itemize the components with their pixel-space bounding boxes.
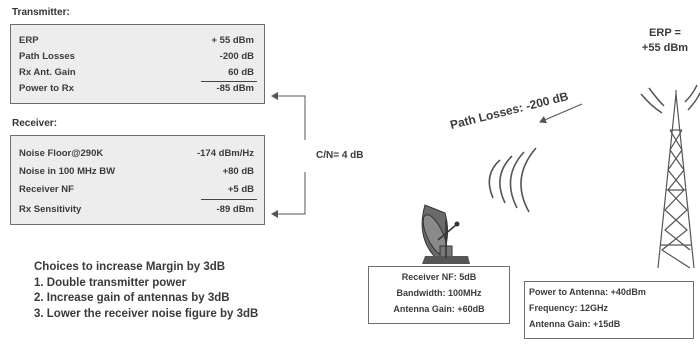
row-label: Power to Rx bbox=[19, 83, 74, 94]
receiver-row-noise-bw: Noise in 100 MHz BW +80 dB bbox=[19, 166, 254, 180]
arrow-icon bbox=[539, 103, 583, 124]
sum-rule bbox=[201, 81, 257, 82]
receiver-row-noise-floor: Noise Floor@290K -174 dBm/Hz bbox=[19, 148, 254, 162]
receiver-info-line: Antenna Gain: +60dB bbox=[393, 304, 485, 314]
sum-rule bbox=[201, 199, 257, 200]
transmitter-row-erp: ERP + 55 dBm bbox=[19, 35, 254, 49]
row-label: Rx Sensitivity bbox=[19, 204, 82, 215]
transmitter-tower-icon bbox=[657, 90, 695, 269]
receiver-info-line: Bandwidth: 100MHz bbox=[396, 288, 482, 298]
row-value: -89 dBm bbox=[216, 204, 254, 215]
transmitter-info-box: Power to Antenna: +40dBm Frequency: 12GH… bbox=[524, 281, 694, 339]
transmitter-info-line: Power to Antenna: +40dBm bbox=[529, 287, 646, 297]
row-label: Noise Floor@290K bbox=[19, 148, 104, 159]
choices-block: Choices to increase Margin by 3dB 1. Dou… bbox=[34, 260, 258, 322]
row-value: -174 dBm/Hz bbox=[196, 148, 254, 159]
arrow-icon bbox=[271, 92, 306, 140]
row-value: +80 dB bbox=[222, 166, 254, 177]
transmitter-row-path-losses: Path Losses -200 dB bbox=[19, 51, 254, 65]
receiver-panel: Noise Floor@290K -174 dBm/Hz Noise in 10… bbox=[10, 135, 265, 225]
satellite-dish-icon bbox=[421, 204, 470, 264]
erp-label-line1: ERP = bbox=[649, 27, 681, 39]
erp-label: ERP = +55 dBm bbox=[632, 26, 698, 56]
receiver-row-rx-sensitivity: Rx Sensitivity -89 dBm bbox=[19, 204, 254, 218]
transmitter-info-line: Antenna Gain: +15dB bbox=[529, 319, 621, 329]
row-value: -85 dBm bbox=[216, 83, 254, 94]
row-label: Rx Ant. Gain bbox=[19, 67, 76, 78]
transmitter-heading: Transmitter: bbox=[12, 7, 70, 18]
choice-item: 3. Lower the receiver noise figure by 3d… bbox=[34, 307, 259, 320]
radio-wave-icon bbox=[640, 84, 700, 114]
row-value: +5 dB bbox=[227, 184, 254, 195]
choices-title: Choices to increase Margin by 3dB bbox=[34, 261, 226, 273]
receiver-row-receiver-nf: Receiver NF +5 dB bbox=[19, 184, 254, 198]
row-value: -200 dB bbox=[219, 51, 254, 62]
row-label: Receiver NF bbox=[19, 184, 74, 195]
transmitter-panel: ERP + 55 dBm Path Losses -200 dB Rx Ant.… bbox=[10, 24, 265, 104]
arrow-icon bbox=[271, 172, 306, 218]
row-label: ERP bbox=[19, 35, 39, 46]
cn-label: C/N= 4 dB bbox=[316, 150, 364, 161]
row-value: 60 dB bbox=[228, 67, 254, 78]
receiver-info-box: Receiver NF: 5dB Bandwidth: 100MHz Anten… bbox=[368, 266, 510, 324]
row-label: Noise in 100 MHz BW bbox=[19, 166, 116, 177]
choice-item: 1. Double transmitter power bbox=[34, 276, 187, 289]
receiver-info-line: Receiver NF: 5dB bbox=[401, 272, 477, 282]
transmitter-info-line: Frequency: 12GHz bbox=[529, 303, 609, 313]
erp-label-line2: +55 dBm bbox=[641, 42, 689, 54]
receiver-heading: Receiver: bbox=[12, 118, 58, 129]
choice-item: 2. Increase gain of antennas by 3dB bbox=[34, 292, 230, 304]
transmitter-row-rx-ant-gain: Rx Ant. Gain 60 dB bbox=[19, 67, 254, 81]
row-label: Path Losses bbox=[19, 51, 75, 62]
radio-wave-icon bbox=[488, 147, 537, 213]
row-value: + 55 dBm bbox=[211, 35, 254, 46]
transmitter-row-power-to-rx: Power to Rx -85 dBm bbox=[19, 83, 254, 97]
